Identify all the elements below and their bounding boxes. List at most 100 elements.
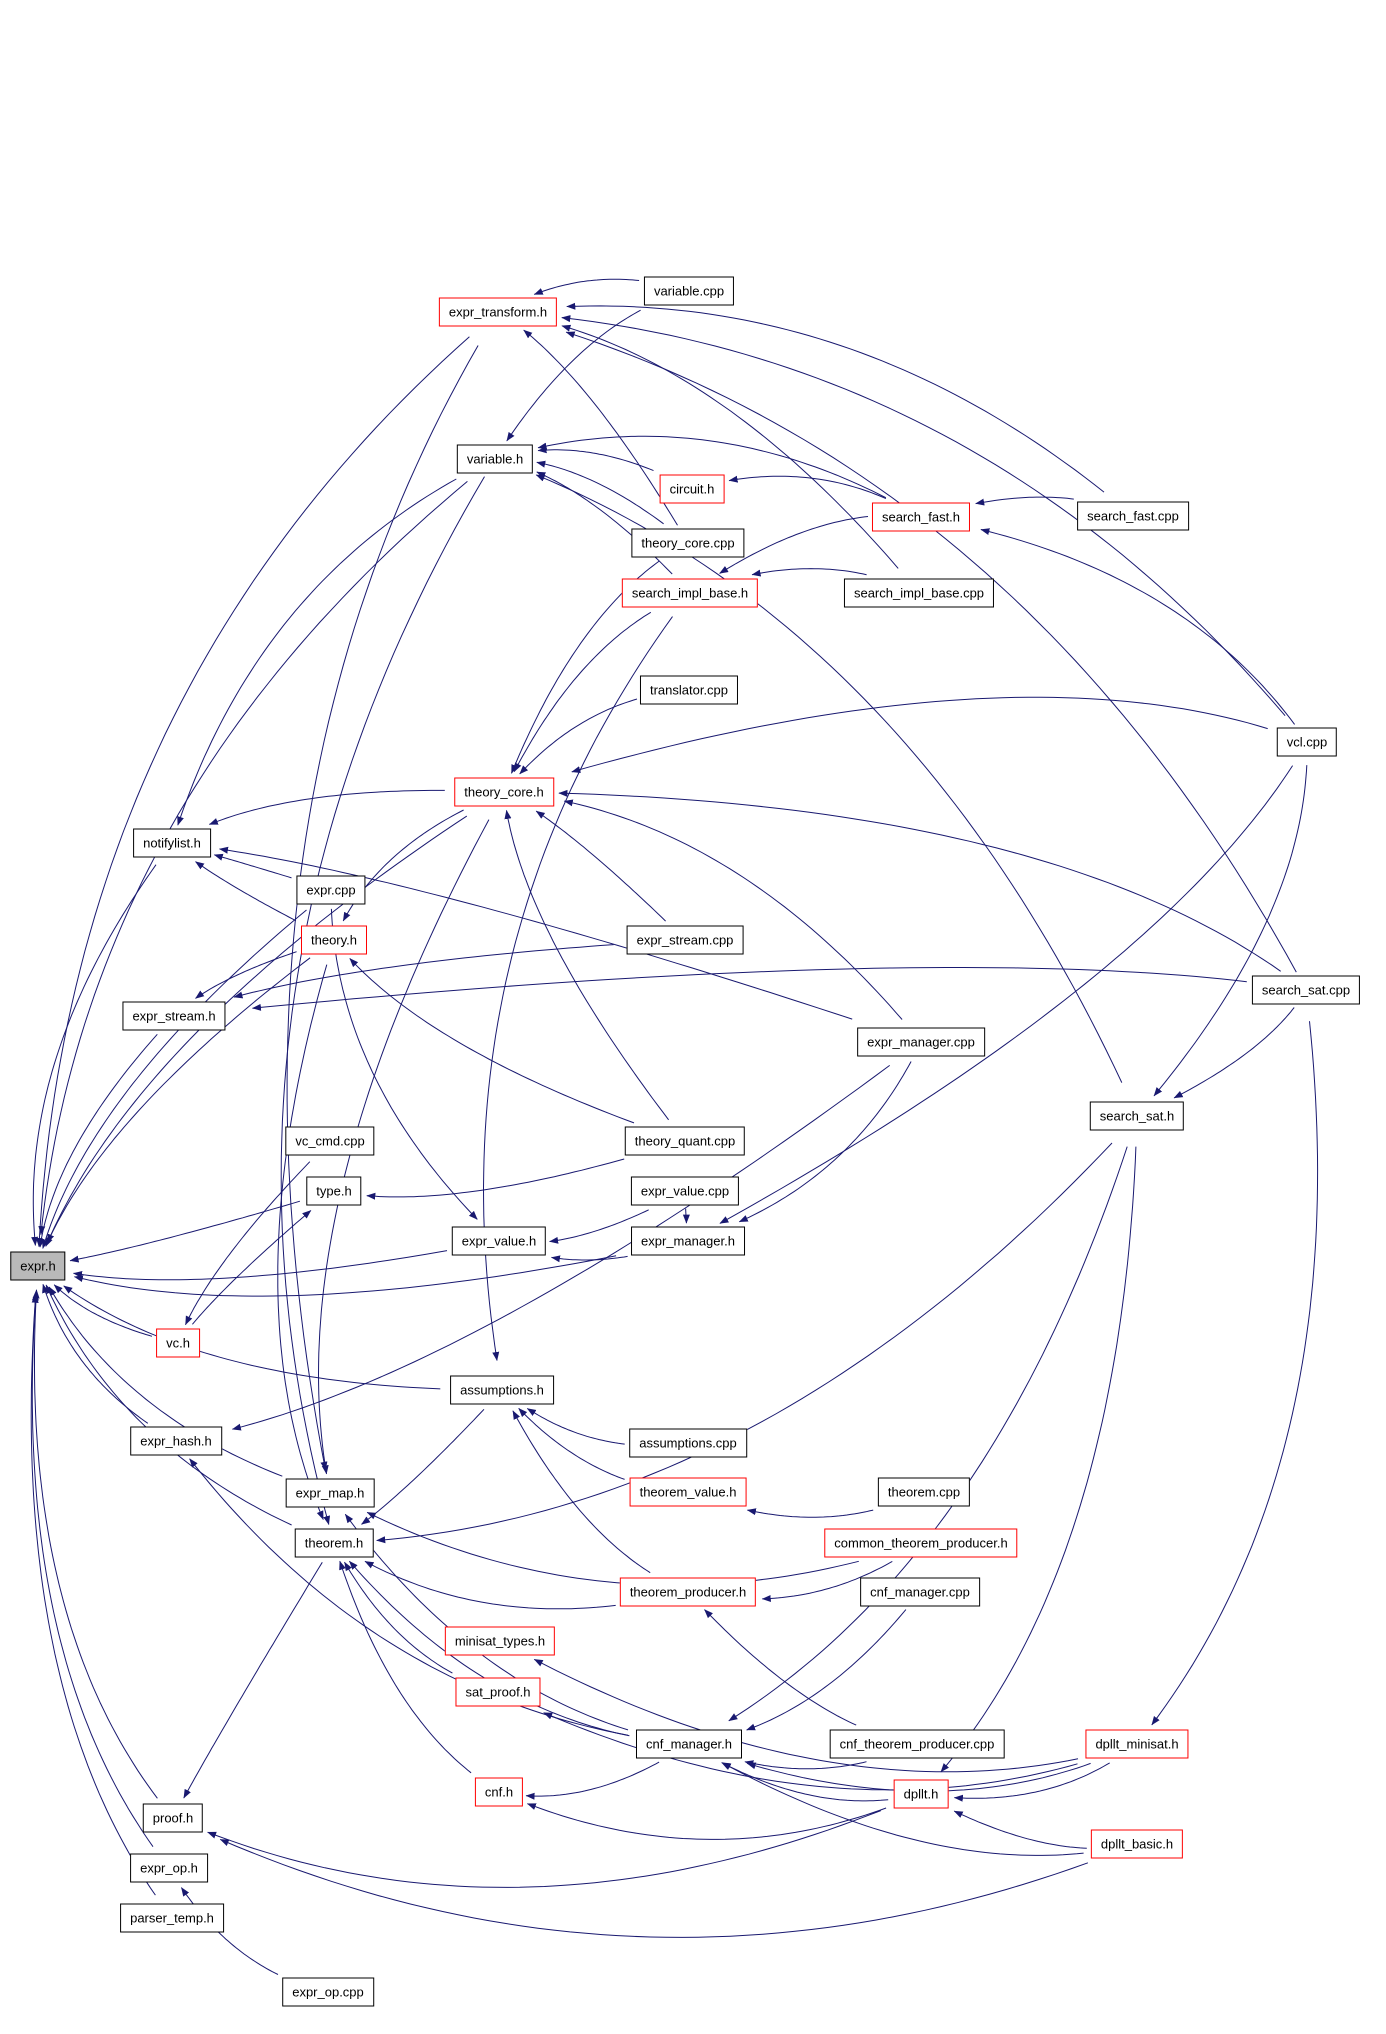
node-parser_temp_h[interactable]: parser_temp.h bbox=[120, 1903, 224, 1933]
edge-theory_h-to-expr_h bbox=[45, 957, 311, 1247]
edge-expr_cpp-to-notifylist_h bbox=[213, 853, 292, 879]
node-expr_cpp[interactable]: expr.cpp bbox=[296, 875, 366, 905]
edge-search_fast_h-to-search_impl_base_h bbox=[719, 516, 869, 574]
edge-dpllt_basic_h-to-cnf_manager_h bbox=[721, 1762, 1084, 1856]
node-expr_op_h[interactable]: expr_op.h bbox=[130, 1853, 208, 1883]
edge-variable_h-to-theorem_h bbox=[280, 476, 485, 1525]
edge-translator_cpp-to-theory_core_h bbox=[519, 698, 638, 775]
node-expr_hash_h[interactable]: expr_hash.h bbox=[130, 1426, 222, 1456]
node-expr_value_cpp[interactable]: expr_value.cpp bbox=[630, 1176, 740, 1206]
node-cnf_manager_cpp[interactable]: cnf_manager.cpp bbox=[860, 1577, 980, 1607]
node-sat_proof_h[interactable]: sat_proof.h bbox=[455, 1677, 541, 1707]
node-theorem_value_h[interactable]: theorem_value.h bbox=[629, 1477, 747, 1507]
node-search_sat_cpp[interactable]: search_sat.cpp bbox=[1251, 975, 1361, 1005]
edge-search_fast_cpp-to-expr_transform_h bbox=[566, 302, 1105, 493]
edge-cnf_manager_cpp-to-cnf_manager_h bbox=[746, 1609, 907, 1731]
node-expr_manager_h[interactable]: expr_manager.h bbox=[631, 1226, 745, 1256]
edge-search_sat_h-to-variable_h bbox=[535, 474, 1123, 1083]
node-cnf_theorem_producer_cpp[interactable]: cnf_theorem_producer.cpp bbox=[829, 1729, 1005, 1759]
edge-theorem_producer_h-to-theorem_h bbox=[364, 1560, 616, 1610]
edge-theorem_cpp-to-theorem_value_h bbox=[746, 1508, 874, 1518]
node-theorem_h[interactable]: theorem.h bbox=[294, 1528, 374, 1558]
node-theory_core_h[interactable]: theory_core.h bbox=[454, 777, 554, 807]
node-type_h[interactable]: type.h bbox=[306, 1176, 362, 1206]
edge-search_sat_cpp-to-dpllt_minisat_h bbox=[1151, 1021, 1319, 1726]
node-theory_quant_cpp[interactable]: theory_quant.cpp bbox=[624, 1126, 746, 1156]
node-search_sat_h[interactable]: search_sat.h bbox=[1089, 1101, 1185, 1131]
node-expr_op_cpp[interactable]: expr_op.cpp bbox=[282, 1977, 374, 2007]
node-expr_transform_h[interactable]: expr_transform.h bbox=[438, 297, 558, 327]
edge-dpllt_minisat_h-to-dpllt_h bbox=[953, 1762, 1110, 1802]
edge-variable_cpp-to-variable_h bbox=[506, 309, 641, 442]
edge-cnf_theorem_producer_cpp-to-cnf_manager_h bbox=[744, 1760, 867, 1770]
edge-search_fast_h-to-circuit_h bbox=[728, 475, 887, 500]
node-expr_value_h[interactable]: expr_value.h bbox=[451, 1226, 547, 1256]
edge-search_sat_cpp-to-expr_stream_h bbox=[252, 967, 1247, 1011]
node-search_fast_h[interactable]: search_fast.h bbox=[871, 502, 971, 532]
edge-search_impl_base_h-to-assumptions_h bbox=[482, 616, 673, 1361]
edge-search_sat_cpp-to-expr_transform_h bbox=[565, 331, 1297, 973]
edge-search_fast_cpp-to-search_fast_h bbox=[975, 496, 1074, 506]
node-dpllt_h[interactable]: dpllt.h bbox=[893, 1779, 949, 1809]
edge-notifylist_h-to-expr_h bbox=[31, 864, 157, 1246]
node-expr_stream_h[interactable]: expr_stream.h bbox=[122, 1001, 226, 1031]
node-vc_h[interactable]: vc.h bbox=[156, 1328, 200, 1358]
node-theorem_producer_h[interactable]: theorem_producer.h bbox=[619, 1577, 757, 1607]
node-translator_cpp[interactable]: translator.cpp bbox=[639, 675, 739, 705]
edge-vc_h-to-expr_h bbox=[53, 1284, 153, 1337]
edge-search_fast_h-to-variable_h bbox=[537, 435, 887, 499]
edge-dpllt_h-to-proof_h bbox=[207, 1810, 881, 1888]
node-dpllt_basic_h[interactable]: dpllt_basic.h bbox=[1090, 1829, 1184, 1859]
edge-theory_h-to-theorem_h bbox=[277, 964, 328, 1520]
node-minisat_types_h[interactable]: minisat_types.h bbox=[444, 1626, 556, 1656]
edge-expr_manager_h-to-expr_h bbox=[73, 1255, 617, 1297]
edge-vcl_cpp-to-search_fast_h bbox=[980, 528, 1295, 725]
edge-expr_manager_h-to-expr_value_h bbox=[551, 1255, 628, 1263]
node-variable_cpp[interactable]: variable.cpp bbox=[643, 276, 735, 306]
edge-expr_op_h-to-expr_h bbox=[31, 1291, 154, 1847]
node-assumptions_cpp[interactable]: assumptions.cpp bbox=[629, 1428, 747, 1458]
node-cnf_h[interactable]: cnf.h bbox=[474, 1777, 524, 1807]
edge-cnf_h-to-theorem_h bbox=[339, 1560, 472, 1774]
edge-theory_core_h-to-expr_h bbox=[46, 815, 468, 1244]
edge-dpllt_h-to-cnf_h bbox=[526, 1803, 887, 1840]
edge-expr_manager_cpp-to-expr_manager_h bbox=[738, 1061, 912, 1223]
node-proof_h[interactable]: proof.h bbox=[142, 1803, 204, 1833]
node-search_impl_base_h[interactable]: search_impl_base.h bbox=[621, 578, 759, 608]
node-expr_map_h[interactable]: expr_map.h bbox=[285, 1478, 375, 1508]
edge-expr_manager_cpp-to-notifylist_h bbox=[219, 846, 853, 1020]
edge-search_sat_h-to-cnf_manager_h bbox=[728, 1146, 1128, 1722]
edge-expr_map_h-to-expr_h bbox=[48, 1286, 283, 1477]
node-expr_stream_cpp[interactable]: expr_stream.cpp bbox=[626, 925, 744, 955]
edge-theory_core_h-to-notifylist_h bbox=[208, 789, 445, 825]
node-vcl_cpp[interactable]: vcl.cpp bbox=[1276, 727, 1338, 757]
edge-expr_manager_cpp-to-expr_hash_h bbox=[231, 1064, 890, 1431]
node-dpllt_minisat_h[interactable]: dpllt_minisat.h bbox=[1085, 1729, 1189, 1759]
node-vc_cmd_cpp[interactable]: vc_cmd.cpp bbox=[285, 1126, 375, 1156]
edge-search_sat_cpp-to-theory_core_h bbox=[558, 789, 1281, 972]
edge-theorem_producer_h-to-assumptions_h bbox=[512, 1410, 651, 1574]
node-search_fast_cpp[interactable]: search_fast.cpp bbox=[1077, 501, 1189, 531]
node-common_theorem_producer_h[interactable]: common_theorem_producer.h bbox=[824, 1528, 1018, 1558]
node-expr_manager_cpp[interactable]: expr_manager.cpp bbox=[857, 1027, 985, 1057]
node-theorem_cpp[interactable]: theorem.cpp bbox=[877, 1477, 971, 1507]
edge-theorem_value_h-to-assumptions_h bbox=[518, 1408, 625, 1480]
edge-common_theorem_producer_h-to-theorem_producer_h bbox=[761, 1560, 893, 1602]
edge-search_impl_base_cpp-to-search_impl_base_h bbox=[751, 568, 867, 577]
edge-expr_cpp-to-expr_h bbox=[41, 909, 307, 1249]
edge-search_sat_h-to-dpllt_h bbox=[940, 1146, 1137, 1773]
node-search_impl_base_cpp[interactable]: search_impl_base.cpp bbox=[843, 578, 995, 608]
node-cnf_manager_h[interactable]: cnf_manager.h bbox=[635, 1729, 743, 1759]
node-notifylist_h[interactable]: notifylist.h bbox=[133, 828, 211, 858]
edge-proof_h-to-expr_h bbox=[32, 1289, 158, 1799]
edge-expr_manager_cpp-to-theory_core_h bbox=[563, 799, 903, 1020]
edge-theory_core_cpp-to-variable_h bbox=[536, 460, 664, 525]
edge-vcl_cpp-to-theory_core_h bbox=[571, 696, 1268, 773]
node-variable_h[interactable]: variable.h bbox=[456, 444, 534, 474]
node-theory_core_cpp[interactable]: theory_core.cpp bbox=[631, 528, 745, 558]
node-theory_h[interactable]: theory.h bbox=[300, 925, 368, 955]
edge-cnf_manager_h-to-cnf_h bbox=[525, 1761, 660, 1800]
edge-theory_quant_cpp-to-type_h bbox=[366, 1158, 625, 1200]
node-circuit_h[interactable]: circuit.h bbox=[659, 474, 725, 504]
node-assumptions_h[interactable]: assumptions.h bbox=[450, 1375, 554, 1405]
